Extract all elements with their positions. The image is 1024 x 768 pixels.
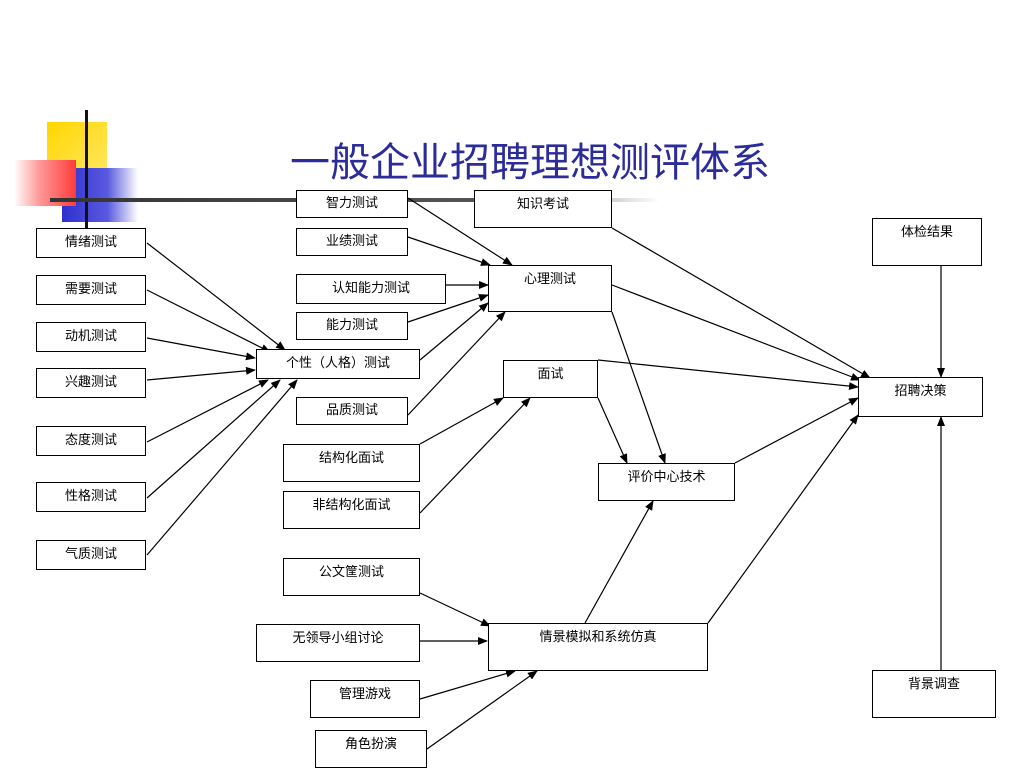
- node-motivation-test: 动机测试: [36, 322, 146, 352]
- node-scenario-simulation: 情景模拟和系统仿真: [488, 623, 708, 671]
- node-cognitive-ability-test: 认知能力测试: [296, 274, 446, 304]
- decor-vertical-line: [85, 110, 88, 228]
- node-knowledge-exam: 知识考试: [474, 190, 612, 228]
- node-structured-interview: 结构化面试: [283, 444, 420, 482]
- node-temperament-test: 气质测试: [36, 540, 146, 570]
- node-unstructured-interview: 非结构化面试: [283, 491, 420, 529]
- node-intelligence-test: 智力测试: [296, 190, 408, 218]
- node-ability-test: 能力测试: [296, 312, 408, 340]
- node-background-check: 背景调查: [872, 670, 996, 718]
- node-performance-test: 业绩测试: [296, 228, 408, 256]
- node-interview: 面试: [503, 360, 598, 398]
- page-title: 一般企业招聘理想测评体系: [290, 140, 770, 186]
- node-character-test: 性格测试: [36, 482, 146, 512]
- node-quality-test: 品质测试: [296, 397, 408, 425]
- node-recruitment-decision: 招聘决策: [858, 377, 983, 417]
- node-medical-exam-result: 体检结果: [872, 218, 982, 266]
- node-leaderless-group-discussion: 无领导小组讨论: [256, 624, 420, 662]
- node-in-basket-test: 公文筐测试: [283, 558, 420, 596]
- node-role-play: 角色扮演: [315, 730, 427, 768]
- node-emotion-test: 情绪测试: [36, 228, 146, 258]
- node-psychological-test: 心理测试: [488, 265, 612, 312]
- node-personality-test: 个性（人格）测试: [256, 349, 420, 379]
- node-interest-test: 兴趣测试: [36, 368, 146, 398]
- node-attitude-test: 态度测试: [36, 426, 146, 456]
- node-management-game: 管理游戏: [310, 680, 420, 718]
- node-need-test: 需要测试: [36, 275, 146, 305]
- node-assessment-center: 评价中心技术: [598, 463, 735, 501]
